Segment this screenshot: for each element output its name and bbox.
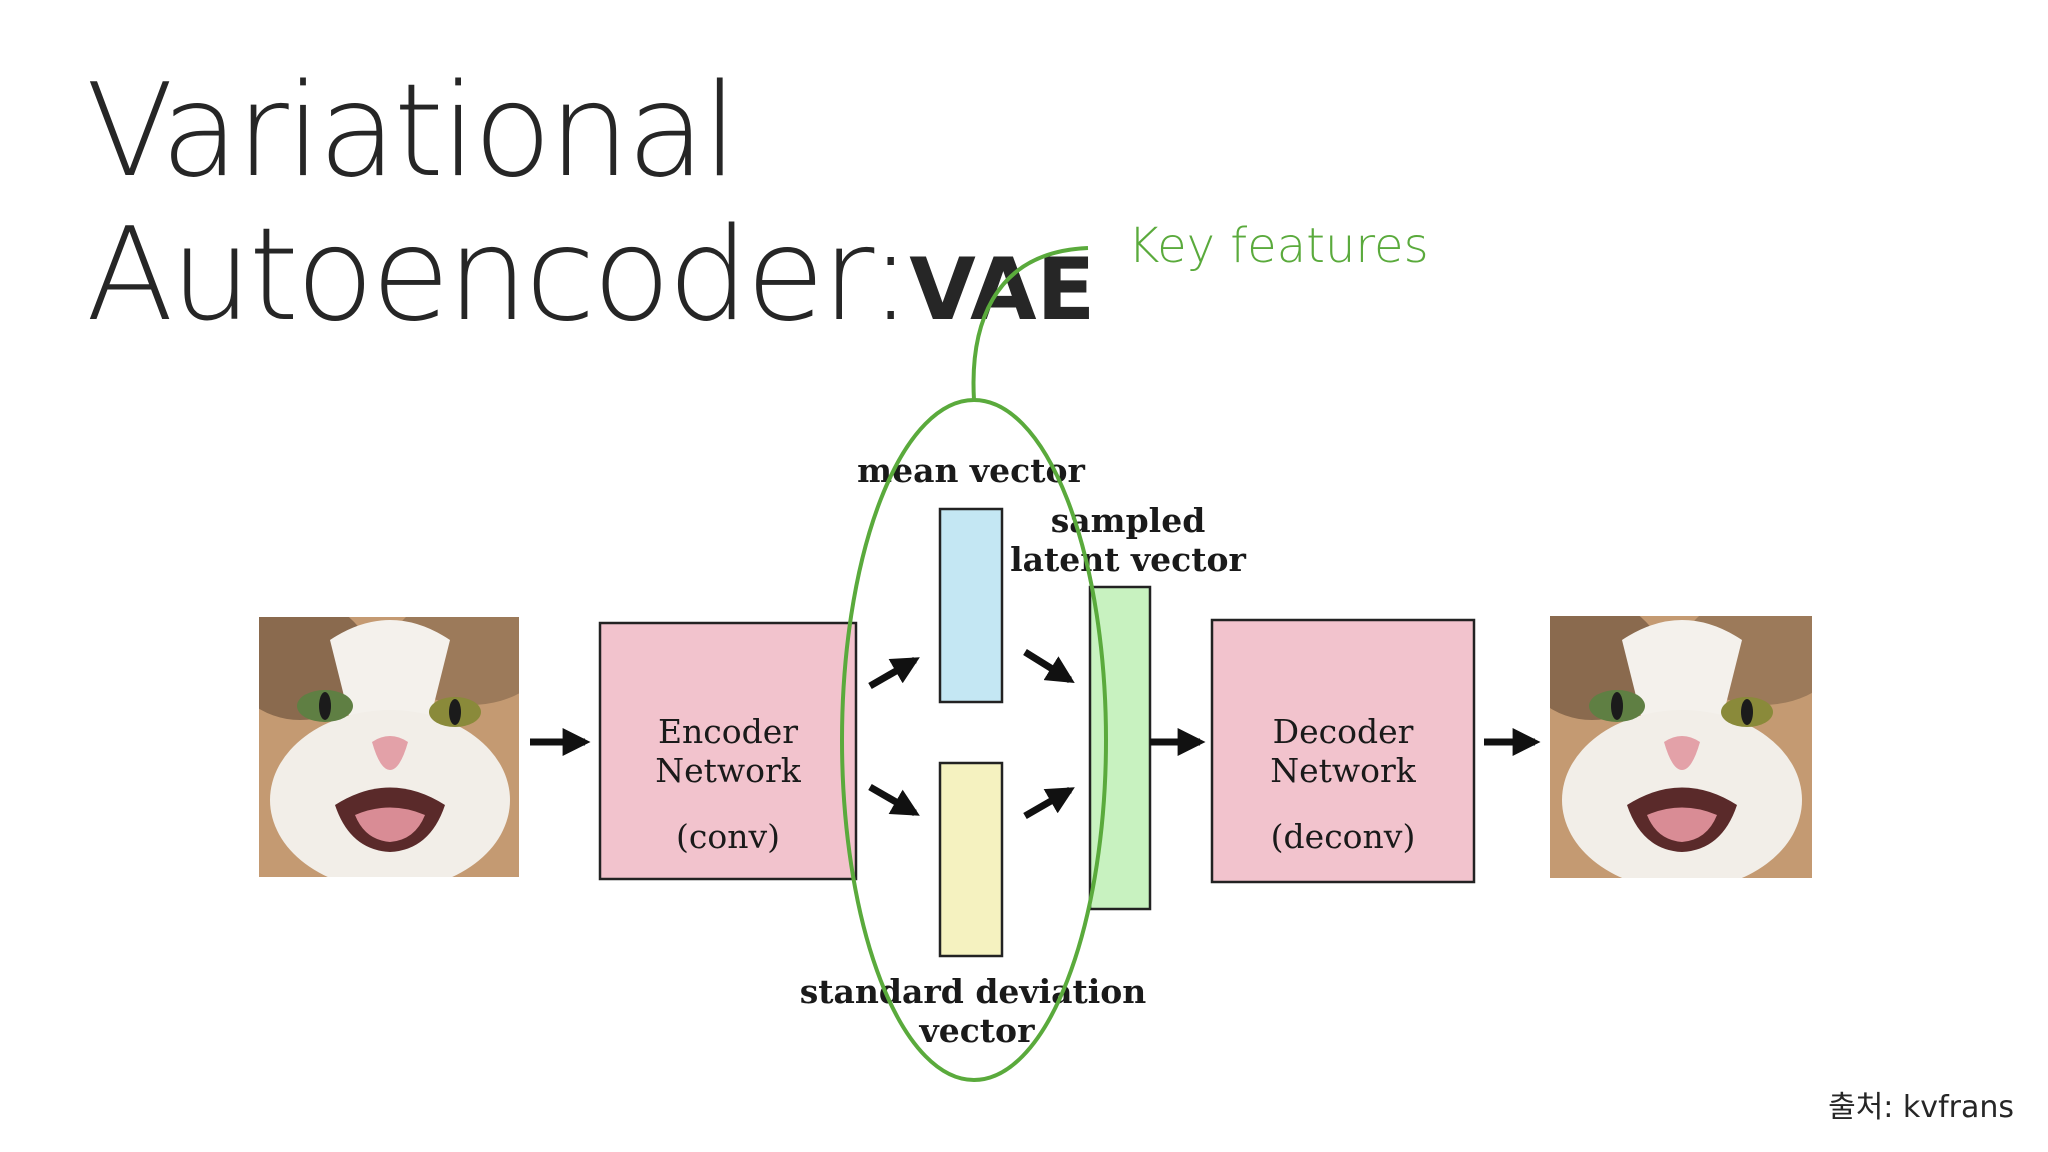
decoder-label-line-2: Network	[1270, 751, 1417, 790]
mean-vector-bar	[938, 507, 1004, 704]
std-vector-label-line-1: standard deviation	[800, 972, 1147, 1011]
decoder-network-box	[1210, 618, 1476, 884]
decoder-label-line-3: (deconv)	[1271, 817, 1416, 856]
encoder-network-box	[598, 621, 858, 881]
source-credit: 출처: kvfrans	[1828, 1090, 2014, 1125]
slide-title-word: Autoencoder:	[86, 201, 912, 350]
std-vector-label-line-2: vector	[919, 1011, 1036, 1050]
latent-vector-label-line-2: latent vector	[1010, 540, 1246, 579]
encoder-label-line-2: Network	[655, 751, 802, 790]
slide-title-line-1: Variational	[86, 57, 738, 206]
flow-arrows	[530, 649, 1541, 820]
slide-title-line-2: Autoencoder:VAE	[86, 206, 1095, 360]
arrow-std-to-latent	[1023, 786, 1075, 820]
input-cat-image	[258, 616, 520, 878]
output-cat-image	[1550, 616, 1812, 878]
arrow-encoder-to-std	[868, 783, 920, 817]
encoder-label-line-3: (conv)	[676, 817, 780, 856]
std-vector-bar	[938, 761, 1004, 958]
key-features-callout-line	[971, 246, 1089, 401]
encoder-label-line-1: Encoder	[658, 712, 798, 751]
arrow-mean-to-latent	[1023, 649, 1075, 683]
key-features-label: Key features	[1128, 218, 1429, 274]
decoder-label-line-1: Decoder	[1273, 712, 1414, 751]
arrow-encoder-to-mean	[868, 656, 920, 690]
slide-title-abbreviation: VAE	[909, 240, 1096, 340]
